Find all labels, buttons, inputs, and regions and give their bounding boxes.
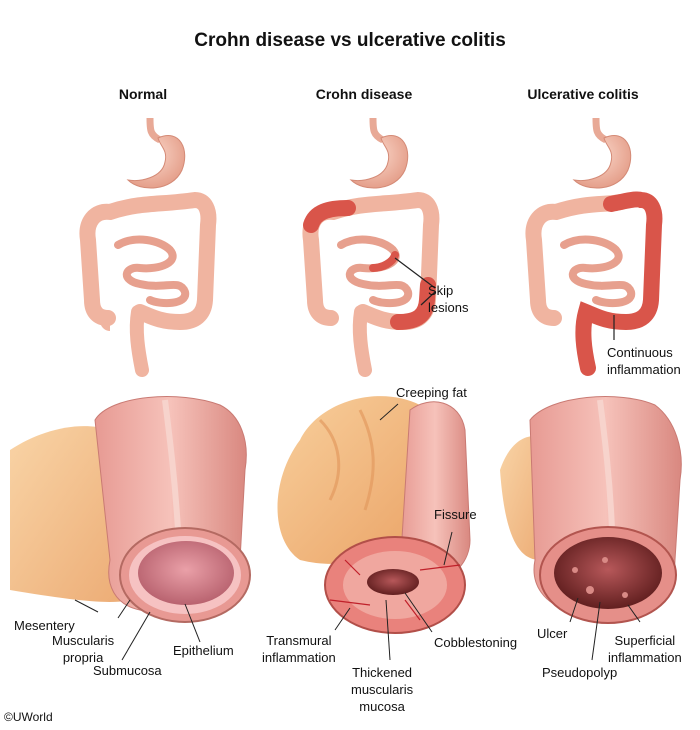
gi-tract-normal bbox=[79, 117, 217, 377]
label-muscularis-propria: Muscularis propria bbox=[52, 633, 115, 665]
copyright: ©UWorld bbox=[4, 710, 53, 724]
label-continuous-inflammation: Continuous inflammation bbox=[607, 345, 681, 377]
colon-normal bbox=[79, 191, 217, 331]
diagram-title: Crohn disease vs ulcerative colitis bbox=[194, 30, 506, 51]
stomach bbox=[126, 135, 186, 189]
label-superficial-inflammation: Superficial inflammation bbox=[608, 633, 682, 665]
label-ulcer: Ulcer bbox=[537, 626, 568, 641]
lumen-crohn bbox=[367, 569, 419, 595]
label-skip-lesions: Skip lesions bbox=[428, 283, 469, 315]
label-epithelium: Epithelium bbox=[173, 643, 234, 658]
label-submucosa: Submucosa bbox=[93, 663, 162, 678]
gi-tract-uc bbox=[525, 117, 663, 376]
label-fissure: Fissure bbox=[434, 507, 477, 522]
label-creeping-fat: Creeping fat bbox=[396, 385, 467, 400]
cross-section-crohn bbox=[277, 396, 471, 661]
cross-section-normal bbox=[10, 396, 251, 661]
gi-tract-crohn bbox=[302, 117, 440, 377]
column-heading-uc: Ulcerative colitis bbox=[527, 86, 639, 102]
lumen-normal bbox=[138, 541, 234, 605]
colon-crohn bbox=[302, 191, 440, 331]
continuous-inflammation bbox=[575, 191, 663, 376]
skip-lesion-ileum bbox=[369, 251, 399, 272]
column-heading-normal: Normal bbox=[118, 86, 168, 102]
column-heading-crohn: Crohn disease bbox=[315, 86, 413, 102]
label-cobblestoning: Cobblestoning bbox=[434, 635, 518, 650]
creeping-fat bbox=[277, 396, 436, 564]
lumen-uc bbox=[554, 537, 662, 609]
label-mesentery: Mesentery bbox=[14, 618, 75, 633]
label-thickened-muscularis-mucosa: Thickened muscularis mucosa bbox=[351, 665, 414, 714]
label-pseudopolyp: Pseudopolyp bbox=[542, 665, 618, 680]
skip-lesion-transverse bbox=[303, 200, 356, 233]
label-transmural-inflammation: Transmural inflammation bbox=[262, 633, 336, 665]
cross-section-uc bbox=[500, 396, 682, 661]
